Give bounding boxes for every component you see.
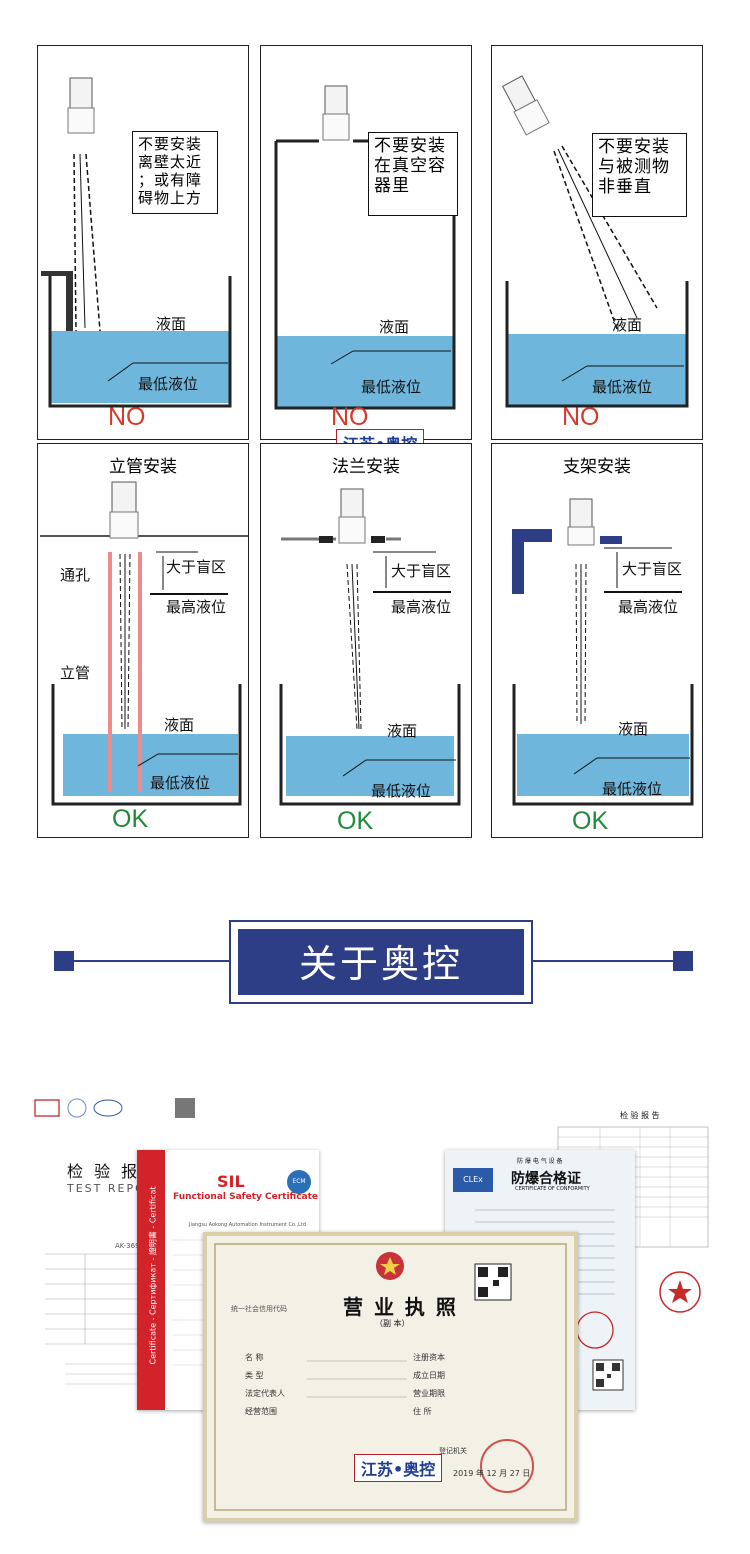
install-panel-flange: 法兰安装 大于盲区 最高液位 液面 最低液位 OK: [260, 443, 472, 838]
max-level-label: 最高液位: [391, 598, 452, 616]
model-code: AK-3691: [115, 1242, 144, 1250]
sil-side-text: Certificate - Сертификат - 證明書 - Certifi…: [148, 1186, 158, 1365]
min-level-label: 最低液位: [150, 774, 211, 792]
tank-illustration: [40, 481, 248, 806]
sil-subtitle: Functional Safety Certificate: [173, 1192, 319, 1202]
surface-label: 液面: [156, 315, 187, 333]
field-date: 成立日期: [413, 1371, 445, 1380]
surface-label: 液面: [618, 720, 649, 738]
explosion-header: 防 爆 电 气 设 备: [517, 1158, 563, 1165]
test-report-title: 检 验 报: [67, 1162, 141, 1181]
license-subtitle: （副 本）: [375, 1319, 410, 1328]
max-level-label: 最高液位: [166, 598, 227, 616]
license-date: 2019 年 12 月 27 日: [453, 1469, 531, 1478]
pipe-label: 立管: [60, 664, 91, 682]
decor-line-right: [533, 960, 673, 962]
verdict-no: NO: [331, 403, 369, 431]
registration-authority: 登记机关: [439, 1447, 467, 1455]
sil-side-band: [137, 1150, 165, 1410]
field-address: 住 所: [413, 1407, 432, 1416]
decor-square-right: [673, 951, 693, 971]
min-level-label: 最低液位: [602, 780, 663, 798]
section-title: 关于奥控: [238, 929, 524, 995]
ecm-badge: ECM: [287, 1170, 311, 1194]
credit-code-label: 统一社会信用代码: [231, 1305, 287, 1313]
min-level-label: 最低液位: [592, 378, 653, 396]
watermark-stamp: 江苏•奥控: [354, 1454, 443, 1482]
vent-label: 通孔: [60, 566, 91, 584]
install-panel-bracket: 支架安装 大于盲区 最高液位 液面 最低液位 OK: [491, 443, 703, 838]
verdict-ok: OK: [112, 805, 149, 833]
field-term: 营业期限: [413, 1389, 445, 1398]
tank-illustration: [512, 498, 694, 806]
section-header: 关于奥控: [0, 920, 750, 1005]
decor-line-left: [74, 960, 229, 962]
surface-label: 液面: [379, 318, 410, 336]
section-title-box: 关于奥控: [229, 920, 533, 1004]
surface-label: 液面: [164, 716, 195, 734]
blind-zone-label: 大于盲区: [166, 558, 227, 576]
panel-title: 法兰安装: [332, 457, 400, 477]
field-scope: 经营范围: [245, 1407, 277, 1416]
verdict-ok: OK: [337, 807, 374, 835]
explosion-title: 防爆合格证: [511, 1171, 581, 1187]
surface-label: 液面: [387, 722, 418, 740]
panel-title: 支架安装: [563, 457, 631, 477]
min-level-label: 最低液位: [138, 375, 199, 393]
panel-title: 立管安装: [109, 457, 177, 477]
clex-logo: CLEx: [453, 1168, 493, 1192]
tank-illustration: [279, 488, 461, 806]
install-panel-standpipe: 立管安装 通孔 立管 大于盲区 最高液位 液面 最低液位 OK: [37, 443, 249, 838]
warning-note: 不要安装离壁太近；或有障碍物上方: [132, 131, 218, 214]
blind-zone-label: 大于盲区: [391, 562, 452, 580]
install-panel-too-close: 不要安装离壁太近；或有障碍物上方 液面 最低液位 NO: [37, 45, 249, 440]
verdict-no: NO: [562, 403, 600, 431]
max-level-label: 最高液位: [618, 598, 679, 616]
test-report-title-en: TEST REPO: [67, 1182, 146, 1195]
warning-note: 不要安装在真空容器里: [368, 132, 458, 216]
warning-note: 不要安装与被测物非垂直: [592, 133, 687, 217]
cert-logos: [34, 1098, 195, 1118]
blind-zone-label: 大于盲区: [622, 560, 683, 578]
field-capital: 注册资本: [413, 1353, 445, 1362]
verdict-ok: OK: [572, 807, 609, 835]
explosion-en: CERTIFICATE OF CONFORMITY: [515, 1186, 590, 1192]
field-type: 类 型: [245, 1371, 264, 1380]
business-license: 营 业 执 照 （副 本） 统一社会信用代码 名 称 类 型 法定代表人 经营范…: [203, 1232, 578, 1522]
field-legal-rep: 法定代表人: [245, 1389, 285, 1398]
decor-square-left: [54, 951, 74, 971]
sil-company: Jiangsu Aokong Automation Instrument Co.…: [189, 1222, 307, 1228]
install-panel-vacuum: 不要安装在真空容器里 液面 最低液位 NO: [260, 45, 472, 440]
verdict-no: NO: [108, 403, 146, 431]
sil-title: SIL: [217, 1172, 245, 1191]
min-level-label: 最低液位: [371, 782, 432, 800]
install-panel-not-vertical: 不要安装与被测物非垂直 液面 最低液位 NO: [491, 45, 703, 440]
tank-illustration: [501, 75, 689, 408]
license-frame: [214, 1243, 567, 1511]
license-title: 营 业 执 照: [343, 1295, 458, 1319]
field-name: 名 称: [245, 1353, 264, 1362]
min-level-label: 最低液位: [361, 378, 422, 396]
inspection-title: 检 验 报 告: [620, 1111, 660, 1120]
surface-label: 液面: [612, 316, 643, 334]
tank-illustration: [41, 77, 232, 408]
